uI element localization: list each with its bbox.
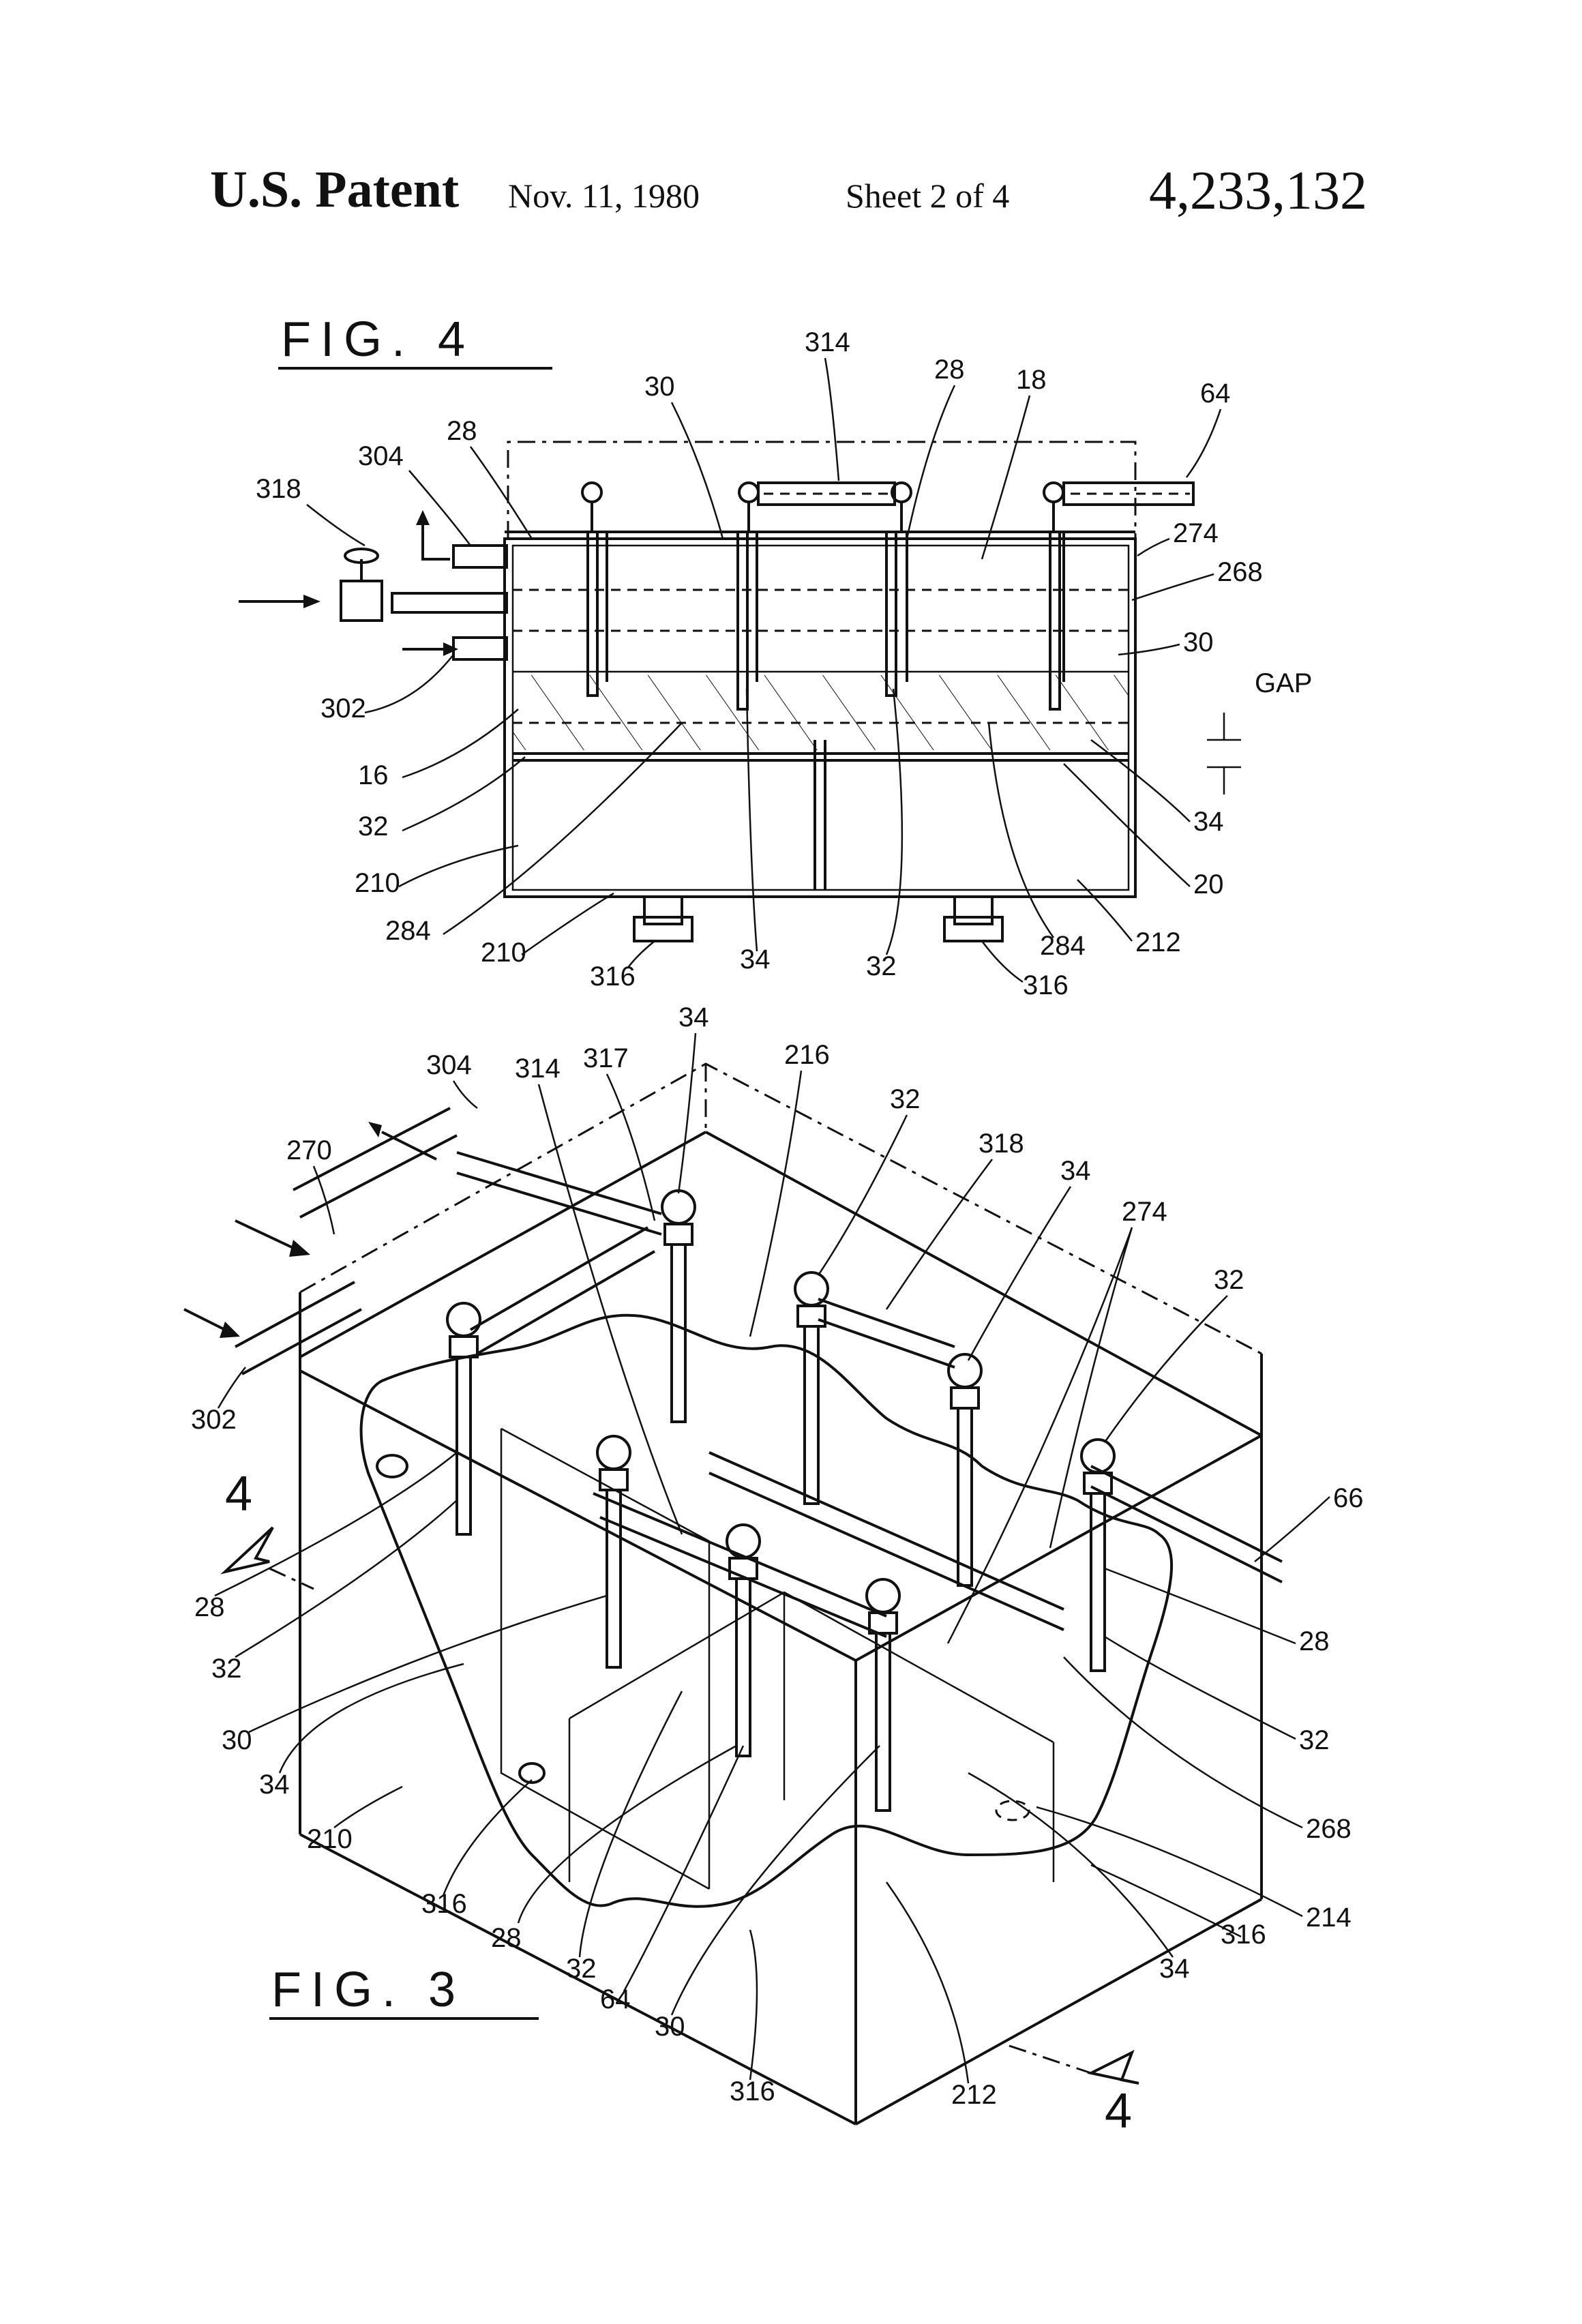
fig3-ref: 214: [1306, 1903, 1352, 1933]
fig3-ref: 34: [259, 1770, 290, 1800]
fig3-ref: 30: [222, 1725, 252, 1755]
fig3-ref: 268: [1306, 1814, 1352, 1844]
fig4-ref: 34: [1193, 807, 1224, 837]
fig4-ref: 304: [358, 441, 404, 471]
fig3-section-mark: 4: [1105, 2084, 1141, 2139]
fig3-ref: 28: [1299, 1626, 1330, 1656]
fig4-ref: 314: [805, 327, 850, 357]
fig4-gap-label: GAP: [1255, 668, 1312, 698]
fig3-ref: 30: [655, 2012, 685, 2042]
fig3-section-mark: 4: [225, 1467, 262, 1521]
fig4-ref: 210: [481, 938, 526, 968]
fig4-ref: 318: [256, 474, 301, 504]
fig3-ref: 270: [286, 1135, 332, 1165]
fig3-title: FIG. 3: [271, 1963, 465, 2017]
fig4-ref: 30: [644, 372, 675, 402]
fig3-ref: 212: [951, 2080, 997, 2110]
fig3-ref: 210: [307, 1824, 353, 1854]
fig3-drawing: 4 4 FIG. 3 34 304 314 317 216 32 270 318…: [184, 1002, 1364, 2139]
fig3-ref: 317: [583, 1043, 629, 1073]
fig3-ref: 28: [491, 1923, 522, 1953]
fig4-ref: 18: [1016, 365, 1047, 395]
fig4-ref: 284: [1040, 931, 1086, 961]
fig4-ref: 16: [358, 760, 389, 790]
fig4-ref: 316: [1023, 970, 1069, 1000]
fig3-ref: 316: [1221, 1920, 1266, 1950]
fig3-ref: 316: [730, 2076, 775, 2106]
fig4-ref: 32: [358, 811, 389, 841]
fig3-ref: 34: [1159, 1954, 1190, 1984]
fig3-ref: 302: [191, 1405, 237, 1435]
fig3-ref: 32: [566, 1954, 597, 1984]
fig4-ref: 28: [447, 416, 477, 446]
fig3-ref: 304: [426, 1050, 472, 1080]
fig3-ref: 34: [678, 1002, 709, 1032]
fig4-ref: 20: [1193, 869, 1224, 899]
fig4-ref: 32: [866, 951, 897, 981]
fig4-ref: 212: [1135, 927, 1181, 957]
fig3-ref: 32: [890, 1084, 921, 1114]
fig3-ref: 274: [1122, 1197, 1167, 1227]
fig4-ref: 302: [320, 694, 366, 724]
fig3-ref: 32: [211, 1654, 242, 1684]
fig3-ref: 34: [1060, 1156, 1091, 1186]
fig4-ref: 274: [1173, 518, 1219, 548]
fig3-ref: 32: [1299, 1725, 1330, 1755]
fig4-ref: 210: [355, 868, 400, 898]
fig3-ref: 318: [979, 1129, 1024, 1159]
fig4-title: FIG. 4: [281, 312, 475, 367]
fig4-drawing: FIG. 4: [239, 312, 1312, 1000]
fig4-ref: 268: [1217, 557, 1263, 587]
fig4-ref: 64: [1200, 378, 1231, 408]
fig3-ref: 32: [1214, 1265, 1244, 1295]
fig3-ref: 314: [515, 1054, 561, 1084]
fig3-ref: 28: [194, 1592, 225, 1622]
fig4-ref: 28: [934, 355, 965, 385]
fig3-ref: 66: [1333, 1483, 1364, 1513]
fig4-ref: 34: [740, 944, 771, 974]
fig3-ref: 216: [784, 1040, 830, 1070]
fig4-ref: 30: [1183, 627, 1214, 657]
fig4-ref: 284: [385, 916, 431, 946]
